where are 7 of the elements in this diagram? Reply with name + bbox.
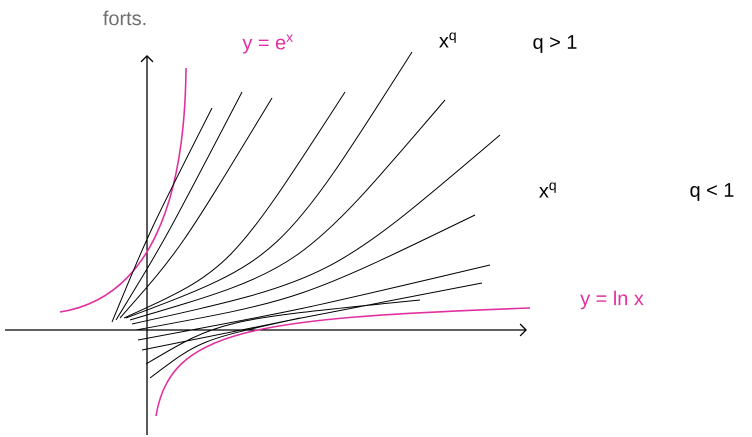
note-text: forts.	[103, 10, 146, 26]
curve-label: x$^{q}$	[539, 182, 556, 198]
condition-label: q > 1	[533, 35, 576, 53]
condition-label: q < 1	[690, 183, 734, 201]
curve-label: y = e$^{x}$	[242, 34, 293, 54]
curve-label: x$^{q}$	[439, 32, 456, 48]
curve-label: y = ln x	[580, 290, 644, 310]
